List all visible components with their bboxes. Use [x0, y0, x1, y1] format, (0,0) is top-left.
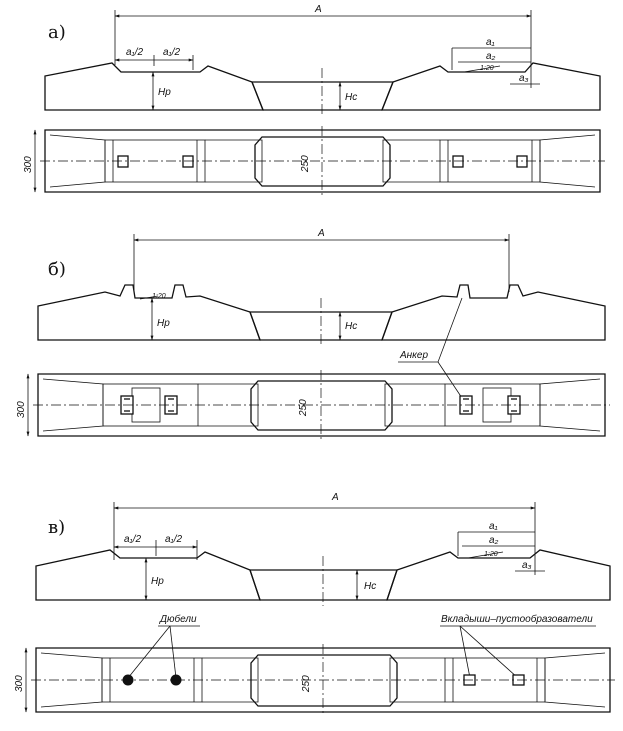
variant-c-dim-A: A [331, 492, 339, 503]
variant-c-half-right: a₁/2 [165, 534, 182, 545]
variant-a-bolt-hole [452, 155, 464, 168]
variant-c-hc: Hc [364, 581, 376, 592]
variant-b-profile-left [37, 284, 261, 341]
variant-c-width-300: 300 [14, 675, 25, 692]
variant-a-profile-right [381, 62, 601, 111]
variant-a-plan-center [254, 136, 391, 187]
variant-b-hp: Hp [157, 318, 170, 329]
variant-a-bolt-hole [516, 155, 528, 168]
variant-c-inserts-leader [459, 625, 471, 679]
variant-a-slope: 1:20 [480, 65, 494, 72]
variant-a-hc: Hc [345, 92, 357, 103]
variant-c-dim-a1: a₁ [489, 521, 498, 532]
variant-c-hp: Hp [151, 576, 164, 587]
variant-c-profile-right [386, 549, 611, 601]
variant-b-anchor-label: Анкер [399, 350, 428, 361]
variant-c-plan-center [250, 654, 398, 707]
variant-c-label: в) [48, 517, 65, 538]
variant-c-dowels-leader [127, 625, 171, 679]
variant-c-dowels-leader [169, 625, 177, 679]
variant-a-bolt-hole [117, 155, 129, 168]
variant-a-half-right: a₁/2 [163, 47, 180, 58]
variant-a-profile-middle [251, 81, 394, 111]
variant-a-hp: Hp [158, 87, 171, 98]
variant-b-hc: Hc [345, 321, 357, 332]
variant-b-plan-outline [37, 373, 606, 437]
variant-c-inserts-leader [459, 625, 519, 679]
variant-b-profile-right [381, 284, 606, 341]
variant-a: а) A a₁/2 a₁/2 a₁ a₂ 1:20 a₃ Hp Hc [23, 4, 605, 196]
variant-a-label: а) [48, 22, 66, 43]
variant-b-slope: 1:20 [152, 293, 166, 300]
variant-a-dim-a2: a₂ [486, 51, 496, 62]
variant-a-width-300: 300 [23, 156, 34, 173]
variant-a-half-left: a₁/2 [126, 47, 143, 58]
variant-a-width-250: 250 [300, 155, 311, 173]
variant-b-anchor-leader-down [437, 361, 463, 399]
variant-c-inserts-label: Вкладыши–пустообразователи [441, 613, 593, 625]
variant-b: б) A 1:20 Hp Hc Анкер [16, 228, 610, 440]
variant-c-half-left: a₁/2 [124, 534, 141, 545]
variant-c-slope: 1:20 [484, 551, 498, 558]
variant-c-profile-left [35, 549, 261, 601]
variant-a-bolt-hole [182, 155, 194, 168]
variant-c-width-250: 250 [301, 675, 312, 693]
variant-c-dowels-label: Дюбели [159, 613, 197, 625]
variant-a-dim-a3: a₃ [519, 73, 529, 84]
variant-b-anchor-leader-up [437, 297, 463, 363]
variant-c-dim-a2: a₂ [489, 535, 499, 546]
variant-b-width-250: 250 [298, 399, 309, 417]
variant-c: в) A a₁/2 a₁/2 a₁ a₂ 1:20 a₃ Hp Hc Дюбел… [14, 492, 615, 716]
variant-b-plan-center [250, 380, 393, 431]
variant-a-dim-a1: a₁ [486, 37, 495, 48]
variant-a-profile-left [44, 62, 264, 111]
variant-c-plan-taper-mid-left [202, 657, 259, 703]
variant-c-slope-line [467, 551, 504, 559]
variant-a-slope-line [463, 65, 501, 73]
variant-c-dim-a3: a₃ [522, 560, 532, 571]
variant-b-label: б) [48, 259, 66, 280]
variant-c-plan-taper-mid-right [389, 657, 445, 703]
variant-b-dim-A: A [317, 228, 325, 239]
variant-a-dim-A: A [314, 4, 322, 15]
variant-a-plan-outline [44, 129, 601, 193]
variant-c-plan-outline [35, 647, 611, 713]
variant-b-width-300: 300 [16, 401, 27, 418]
